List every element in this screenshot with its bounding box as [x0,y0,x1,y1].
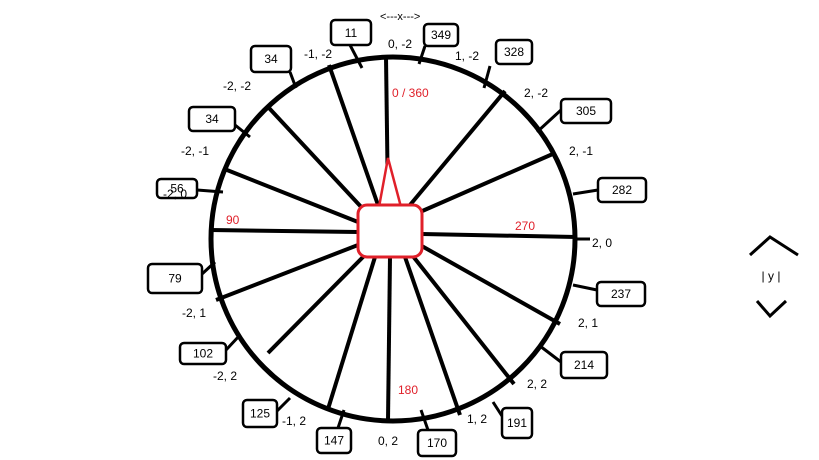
spoke-line [266,253,367,355]
coordinate-label: 0, -2 [388,37,412,51]
y-axis-indicator: | y | [748,235,799,319]
coordinate-label: 2, 2 [527,377,547,391]
coordinate-label: -1, -2 [304,47,332,61]
number-box [155,177,199,200]
number-box-label: 191 [507,416,527,430]
number-box [422,22,460,48]
spoke-line [419,151,556,214]
number-box-label: 305 [576,104,596,118]
box-connector [482,65,492,89]
box-connector [348,44,364,69]
box-connector [224,333,242,352]
center-hub [356,203,424,259]
number-box [500,406,534,440]
coordinate-label: -2, 2 [213,369,237,383]
box-connector [336,409,346,429]
down-chevron-icon [755,299,788,319]
number-box [249,44,293,74]
number-box [559,97,613,125]
spoke-line [419,243,561,326]
box-connector [539,344,562,364]
number-box [178,341,228,366]
coordinate-label: -2, 1 [182,306,206,320]
y-axis-label: | y | [762,269,781,283]
coordinate-label: -2, 0 [163,187,187,201]
box-connector [274,396,292,414]
box-connector [417,45,427,65]
wheel-ring [208,54,578,424]
number-box-label: 79 [168,272,182,286]
box-connector [200,260,217,276]
coordinate-label: 2, -1 [569,144,593,158]
number-box [494,38,534,66]
number-box-label: 147 [324,434,344,448]
coordinate-label: -1, 2 [282,414,306,428]
spoke-line [410,253,516,386]
coordinate-label: 1, 2 [467,412,487,426]
pointer-arrow [377,157,403,209]
number-box [416,428,458,458]
number-box-label: 34 [205,112,219,126]
coordinate-label: 0, 2 [378,434,398,448]
number-box-label: 328 [504,45,524,59]
angle-label-bottom: 180 [398,383,418,397]
spoke-line [403,256,462,416]
outer-ticks [196,44,599,431]
spoke-line [215,243,359,302]
spoke-line [421,232,577,239]
number-box [559,350,609,380]
box-connector [234,123,251,139]
box-connector [288,71,298,89]
coordinate-label: 2, -2 [524,86,548,100]
spoke-line [267,106,366,212]
spoke-line [209,228,359,234]
spoke-line [327,64,380,206]
number-box-label: 282 [612,183,632,197]
box-connector [419,409,430,431]
number-box [241,398,279,429]
coordinate-label: 1, -2 [455,49,479,63]
box-connector [491,401,504,417]
number-box-label: 11 [345,26,358,40]
spoke-line [326,256,377,410]
number-box [187,105,237,133]
coordinate-label: -2, -2 [223,79,251,93]
number-box-label: 349 [431,28,451,42]
box-connector [572,283,598,292]
up-chevron-icon [748,235,799,257]
number-box-label: 56 [170,182,184,196]
box-connector [572,188,599,196]
number-box [329,18,373,47]
number-box [596,176,648,204]
spoke-line [408,89,507,207]
number-box-label: 125 [250,407,270,421]
coordinate-label: 2, 0 [592,236,612,250]
spoke-line [226,168,359,224]
sector-boxes: 349 328 305 282 237 214 191 170 147 125 102 79 56 34 3… [146,18,648,458]
number-box-label: 237 [611,287,631,301]
spoke-line [386,256,392,422]
angle-label-top: 0 / 360 [392,86,429,100]
box-connector [535,108,563,134]
number-box [315,426,353,455]
number-box-label: 214 [574,358,594,372]
number-box-label: 102 [193,347,213,361]
angle-label-left: 90 [226,213,240,227]
x-axis-label: <---x---> [380,11,420,23]
sector-coordinates: 0, -2 1, -2 2, -2 2, -1 2, 0 2, 1 2, 2 1, 2 0, 2… [163,37,612,448]
number-box-label: 34 [264,52,278,66]
coordinate-label: 2, 1 [578,316,598,330]
box-connector [196,188,224,194]
angle-label-right: 270 [515,219,535,233]
coordinate-label: -2, -1 [181,144,209,158]
number-box [146,262,204,295]
spokes [209,56,577,422]
number-box [595,280,647,308]
number-box-label: 170 [427,436,447,450]
